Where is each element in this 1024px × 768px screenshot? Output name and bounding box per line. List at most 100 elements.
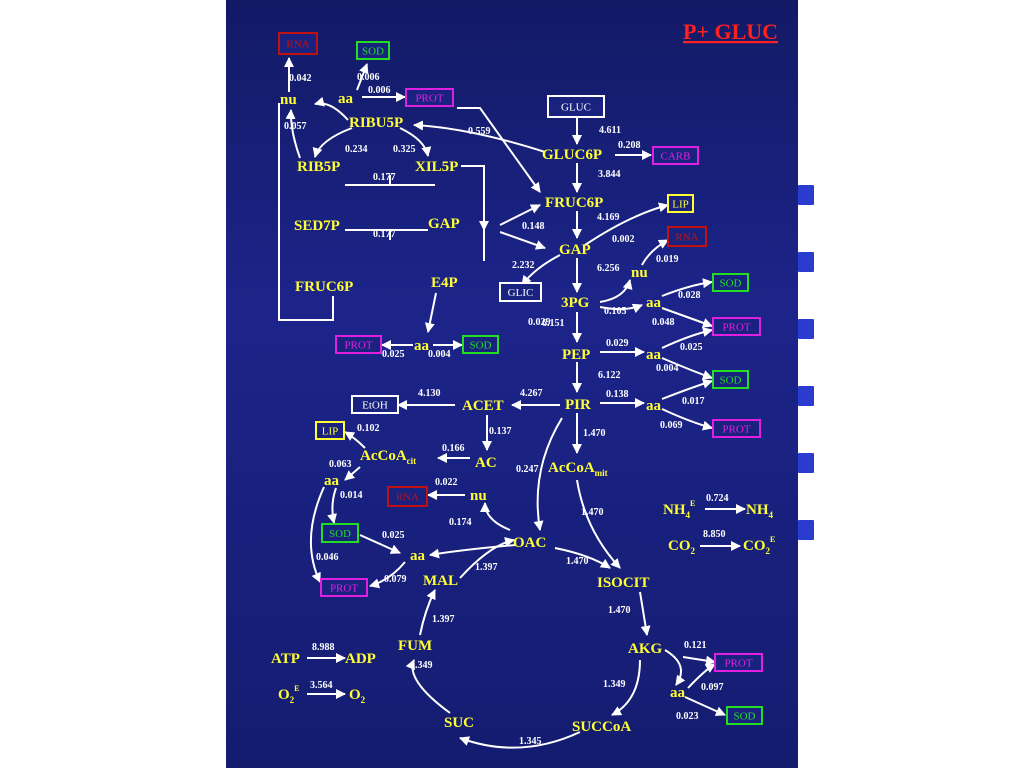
edge-nu-rna-gap	[641, 239, 669, 266]
flux-value: 1.397	[432, 614, 455, 625]
node-nh4: NH4	[746, 502, 774, 520]
edge-ribu5p-xil5p	[399, 127, 432, 157]
edge-aa-3pg-prot	[661, 307, 713, 328]
box-label: SOD	[719, 375, 741, 387]
edge-aa-pep-prot	[661, 327, 713, 349]
node-atp: ATP	[271, 651, 300, 667]
edge-aa-sod	[356, 63, 369, 91]
flux-value: 0.029	[606, 338, 629, 349]
flux-value: 0.121	[684, 640, 707, 651]
box-label: LIP	[672, 199, 689, 211]
flux-value: 6.122	[598, 370, 621, 381]
box-prot: PROT	[714, 653, 763, 672]
flux-value: 1.349	[603, 679, 626, 690]
edge-ppp-to-gap	[499, 231, 546, 250]
node-o2e: O2E	[278, 684, 300, 705]
node-aa-e4p: aa	[414, 338, 430, 354]
edge-aa-akg-sod	[684, 696, 726, 716]
flux-value: 0.006	[368, 85, 391, 96]
box-label: GLUC	[561, 102, 591, 114]
node-akg: AKG	[628, 641, 663, 657]
node-aa-3pg: aa	[646, 295, 662, 311]
flux-value: 0.006	[357, 72, 380, 83]
flux-value: 0.724	[706, 493, 729, 504]
flux-value: 0.028	[678, 290, 701, 301]
box-sod: SOD	[321, 523, 359, 543]
box-glic: GLIC	[499, 282, 542, 302]
edge-aa-acc-prot	[309, 486, 325, 583]
edge-pathway-top-right	[457, 107, 541, 193]
box-label: PROT	[724, 658, 752, 670]
box-label: SOD	[329, 528, 351, 540]
pathway-edges	[278, 57, 746, 749]
node-accoa-mit: AcCoAmit	[548, 460, 608, 478]
flux-value: 0.097	[701, 682, 724, 693]
box-lip: LIP	[315, 421, 345, 440]
box-label: PROT	[722, 322, 750, 334]
compartment-boxes: RNA SOD PROT GLUC CARB LIP RNA GLIC SOD PROT PROT S…	[278, 32, 763, 725]
node-suc: SUC	[444, 715, 474, 731]
edge-e4p-aa	[424, 292, 437, 333]
box-prot: PROT	[712, 317, 761, 336]
flux-value: 1.470	[583, 428, 606, 439]
node-fruc6p: FRUC6P	[545, 195, 603, 211]
flux-value: 0.063	[329, 459, 352, 470]
box-sod: SOD	[712, 273, 749, 292]
flux-value: 0.025	[382, 530, 405, 541]
box-rna: RNA	[387, 486, 428, 507]
flux-value: 1.349	[410, 660, 433, 671]
flux-value: 6.256	[597, 263, 620, 274]
node-rib5p: RIB5P	[297, 159, 340, 175]
flux-value: 8.850	[703, 529, 726, 540]
flux-value: 0.004	[656, 363, 679, 374]
edge-aa-akg-prot	[687, 663, 716, 689]
flux-value: 0.023	[676, 711, 699, 722]
edge-oac-aa	[429, 544, 516, 559]
edge-xil5p-fruc6p	[461, 165, 485, 261]
edge-rib5p-nu	[285, 109, 301, 159]
flux-value: 3.844	[598, 169, 621, 180]
edge-accoamit-isocit	[576, 479, 621, 569]
flux-value: 0.004	[428, 349, 451, 360]
flux-value: 4.611	[599, 125, 621, 136]
edge-aa-3pg-sod	[661, 278, 713, 297]
box-label: RNA	[286, 39, 309, 51]
box-label: PROT	[415, 93, 443, 105]
box-sod: SOD	[712, 370, 749, 389]
flux-value: 0.325	[393, 144, 416, 155]
node-adp: ADP	[345, 651, 376, 667]
flux-value: 0.166	[442, 443, 465, 454]
edge-suc-fum	[405, 659, 451, 714]
flux-value: 1.345	[519, 736, 542, 747]
flux-value: 0.177	[373, 229, 396, 240]
box-gluc: GLUC	[547, 95, 605, 118]
flux-value: 0.025	[382, 349, 405, 360]
box-sod: SOD	[462, 335, 499, 354]
flux-value: 0.046	[316, 552, 339, 563]
flux-value: 0.247	[516, 464, 539, 475]
flux-value: 0.559	[468, 126, 491, 137]
box-label: PROT	[344, 340, 372, 352]
box-label: PROT	[330, 583, 358, 595]
node-isocit: ISOCIT	[597, 575, 650, 591]
edge-aa-oac-prot	[369, 561, 406, 589]
flux-value: 0.014	[340, 490, 363, 501]
flux-value: 0.177	[373, 172, 396, 183]
flux-value: 0.017	[682, 396, 705, 407]
node-aa-akg: aa	[670, 685, 686, 701]
box-carb: CARB	[652, 146, 699, 165]
flux-value: 0.102	[357, 423, 380, 434]
edge-ribu5p-rib5p	[312, 127, 353, 158]
edge-isocit-akg	[639, 591, 651, 636]
node-pir: PIR	[565, 397, 591, 413]
node-aa-acc: aa	[324, 473, 340, 489]
flux-value: 8.988	[312, 642, 335, 653]
flux-value: 0.174	[449, 517, 472, 528]
node-aa-pep: aa	[646, 347, 662, 363]
flux-value: 6.151	[542, 318, 565, 329]
edge-3pg-nu	[599, 279, 633, 303]
slide-title: P+ GLUC	[683, 19, 778, 44]
flux-value: 0.002	[612, 234, 635, 245]
flux-value: 0.069	[660, 420, 683, 431]
node-pep: PEP	[562, 347, 590, 363]
